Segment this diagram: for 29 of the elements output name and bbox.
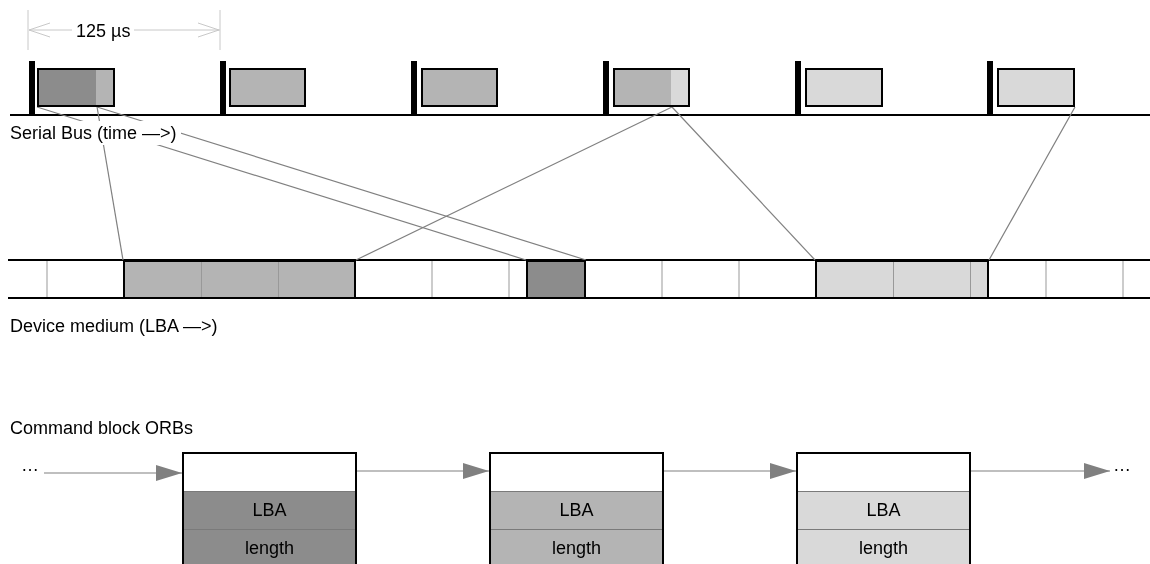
block-range xyxy=(815,260,989,299)
block-range xyxy=(123,260,356,299)
field-label: LBA xyxy=(184,491,355,529)
packet-box xyxy=(421,68,498,107)
packet-box xyxy=(613,68,690,107)
axis-label: Serial Bus (time —>) xyxy=(10,121,181,145)
mapping-line xyxy=(96,106,587,261)
packet-box xyxy=(229,68,306,107)
field-label: LBA xyxy=(798,491,969,529)
field-label: length xyxy=(798,529,969,564)
orb-box xyxy=(796,452,971,564)
ellipsis: … xyxy=(20,454,40,476)
field-label: length xyxy=(491,529,662,564)
packet-box xyxy=(805,68,883,107)
mapping-line xyxy=(988,106,1076,261)
field-label: LBA xyxy=(491,491,662,529)
arrow xyxy=(970,463,1111,479)
arrow xyxy=(356,463,490,479)
orb-box xyxy=(182,452,357,564)
packet-box xyxy=(37,68,115,107)
orb-box xyxy=(489,452,664,564)
mapping-line xyxy=(671,106,816,261)
block-range xyxy=(526,260,586,299)
arrow xyxy=(663,463,797,479)
packet-box xyxy=(997,68,1075,107)
field-label: length xyxy=(184,529,355,564)
arrow xyxy=(43,465,183,481)
ellipsis: … xyxy=(1112,454,1132,476)
mapping-line xyxy=(355,106,673,261)
